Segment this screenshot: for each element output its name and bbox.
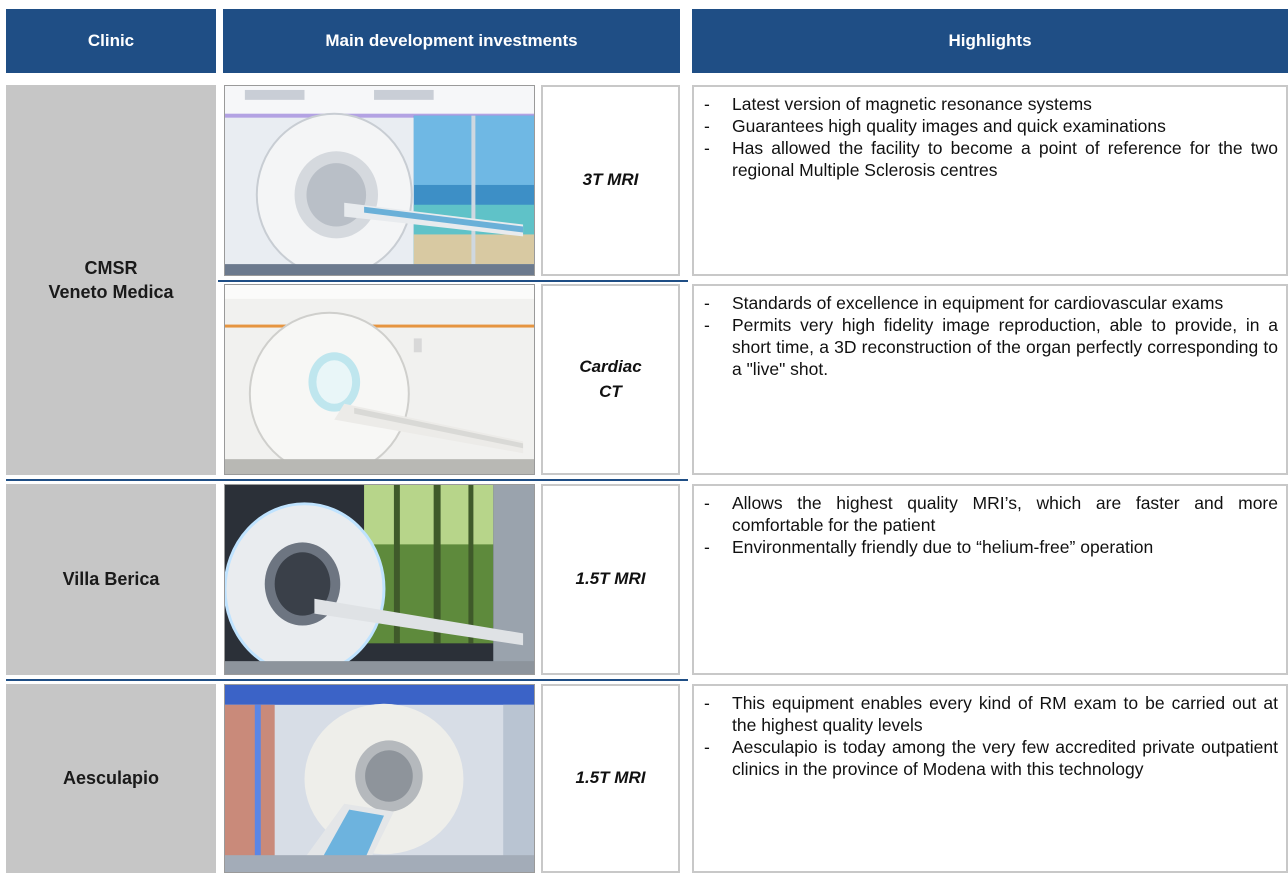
highlights-aesculapio: -This equipment enables every kind of RM… bbox=[692, 684, 1288, 873]
highlights-cardiac-ct: -Standards of excellence in equipment fo… bbox=[692, 284, 1288, 475]
highlight-item: -Standards of excellence in equipment fo… bbox=[704, 293, 1224, 313]
mri-1-5t-blue-photo bbox=[224, 684, 535, 873]
highlight-item: -This equipment enables every kind of RM… bbox=[704, 693, 1278, 735]
highlights-3t-mri: -Latest version of magnetic resonance sy… bbox=[692, 85, 1288, 276]
row-separator bbox=[6, 679, 688, 681]
highlight-item: -Environmentally friendly due to “helium… bbox=[704, 537, 1154, 557]
header-clinic: Clinic bbox=[6, 9, 216, 73]
investment-label-1-5t-mri: 1.5T MRI bbox=[541, 684, 680, 873]
mri-3t-photo bbox=[224, 85, 535, 276]
header-highlights: Highlights bbox=[692, 9, 1288, 73]
row-separator bbox=[6, 479, 688, 481]
investment-label-cardiac-ct: Cardiac CT bbox=[541, 284, 680, 475]
investment-label-3t-mri: 3T MRI bbox=[541, 85, 680, 276]
clinic-cell-aesculapio: Aesculapio bbox=[6, 684, 216, 873]
clinic-name: Veneto Medica bbox=[48, 282, 174, 302]
highlight-item: -Has allowed the facility to become a po… bbox=[704, 138, 1278, 180]
clinic-name: Aesculapio bbox=[62, 768, 160, 789]
highlight-item: -Latest version of magnetic resonance sy… bbox=[704, 94, 1092, 114]
clinic-cell-cmsr: CMSR Veneto Medica bbox=[6, 85, 216, 475]
clinic-cell-villa-berica: Villa Berica bbox=[6, 484, 216, 675]
mri-1-5t-forest-photo bbox=[224, 484, 535, 675]
header-investments: Main development investments bbox=[223, 9, 680, 73]
highlights-villa-berica: -Allows the highest quality MRI’s, which… bbox=[692, 484, 1288, 675]
highlight-item: -Allows the highest quality MRI’s, which… bbox=[704, 493, 1278, 535]
clinic-name: CMSR bbox=[84, 257, 138, 278]
cardiac-ct-photo bbox=[224, 284, 535, 475]
highlight-item: -Permits very high fidelity image reprod… bbox=[704, 315, 1278, 379]
clinic-name: Villa Berica bbox=[62, 569, 160, 590]
highlight-item: -Guarantees high quality images and quic… bbox=[704, 116, 1166, 136]
highlight-item: -Aesculapio is today among the very few … bbox=[704, 737, 1278, 779]
investment-label-1-5t-mri: 1.5T MRI bbox=[541, 484, 680, 675]
row-separator bbox=[218, 280, 688, 282]
